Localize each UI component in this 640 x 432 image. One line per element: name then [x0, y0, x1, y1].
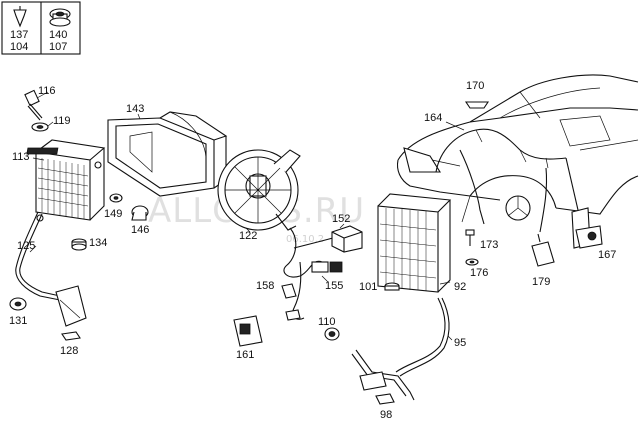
part-98-clip: [375, 393, 395, 405]
part-149-nut: [109, 193, 123, 203]
callout-128: 128: [60, 345, 78, 357]
callout-164: 164: [424, 112, 442, 124]
legend-cell-1-bottom: 107: [49, 41, 67, 53]
callout-134: 134: [89, 237, 107, 249]
part-128-clip: [61, 331, 81, 341]
part-143-air-duct: [107, 111, 228, 197]
callout-95: 95: [454, 337, 466, 349]
callout-161: 161: [236, 349, 254, 361]
part-110-grommet: [324, 327, 340, 341]
callout-152: 152: [332, 213, 350, 225]
callout-179: 179: [532, 276, 550, 288]
callout-113: 113: [12, 151, 30, 163]
part-167-module: [571, 207, 603, 249]
part-155-connector: [311, 261, 343, 273]
callout-122: 122: [239, 230, 257, 242]
part-179-relay: [531, 233, 555, 267]
part-164-harness: [435, 128, 579, 233]
callout-110: 110: [318, 316, 336, 328]
part-146-plug: [131, 205, 149, 221]
part-95-hose: [351, 297, 450, 401]
part-173-screw: [465, 229, 475, 246]
part-122-fan: [217, 149, 301, 231]
part-125-hose: [15, 211, 87, 327]
legend-cell-1-top: 140: [49, 29, 67, 41]
callout-101: 101: [359, 281, 377, 293]
watermark-date: 06.10.2: [286, 234, 324, 245]
part-161-bracket: [233, 315, 263, 347]
part-92-radiator: [377, 193, 452, 293]
callout-155: 155: [325, 280, 343, 292]
callout-125: 125: [17, 240, 35, 252]
part-119-washer: [31, 122, 49, 132]
callout-131: 131: [9, 315, 27, 327]
part-170-fuse: [464, 101, 490, 109]
part-113-radiator: [26, 139, 106, 222]
car-outline: [396, 74, 639, 223]
callout-173: 173: [480, 239, 498, 251]
callout-146: 146: [131, 224, 149, 236]
part-152-relay: [331, 225, 363, 253]
callout-92: 92: [454, 281, 466, 293]
callout-98: 98: [380, 409, 392, 421]
part-131-grommet: [9, 297, 27, 311]
callout-170: 170: [466, 80, 484, 92]
legend-cell-0-bottom: 104: [10, 41, 28, 53]
callout-167: 167: [598, 249, 616, 261]
legend-cell-0-top: 137: [10, 29, 28, 41]
callout-149: 149: [104, 208, 122, 220]
callout-176: 176: [470, 267, 488, 279]
callout-116: 116: [38, 85, 56, 97]
part-116-sensor: [24, 89, 43, 121]
part-176-washer: [465, 258, 479, 266]
part-134-grommet: [71, 238, 87, 251]
part-158-clip: [281, 283, 301, 321]
callout-143: 143: [126, 103, 144, 115]
callout-158: 158: [256, 280, 274, 292]
legend-item-137-icon: [13, 6, 27, 28]
legend-box: 137 104 140 107: [1, 1, 81, 55]
legend-item-140-icon: [49, 8, 71, 27]
part-101-grommet: [384, 282, 400, 291]
callout-119: 119: [53, 115, 71, 127]
